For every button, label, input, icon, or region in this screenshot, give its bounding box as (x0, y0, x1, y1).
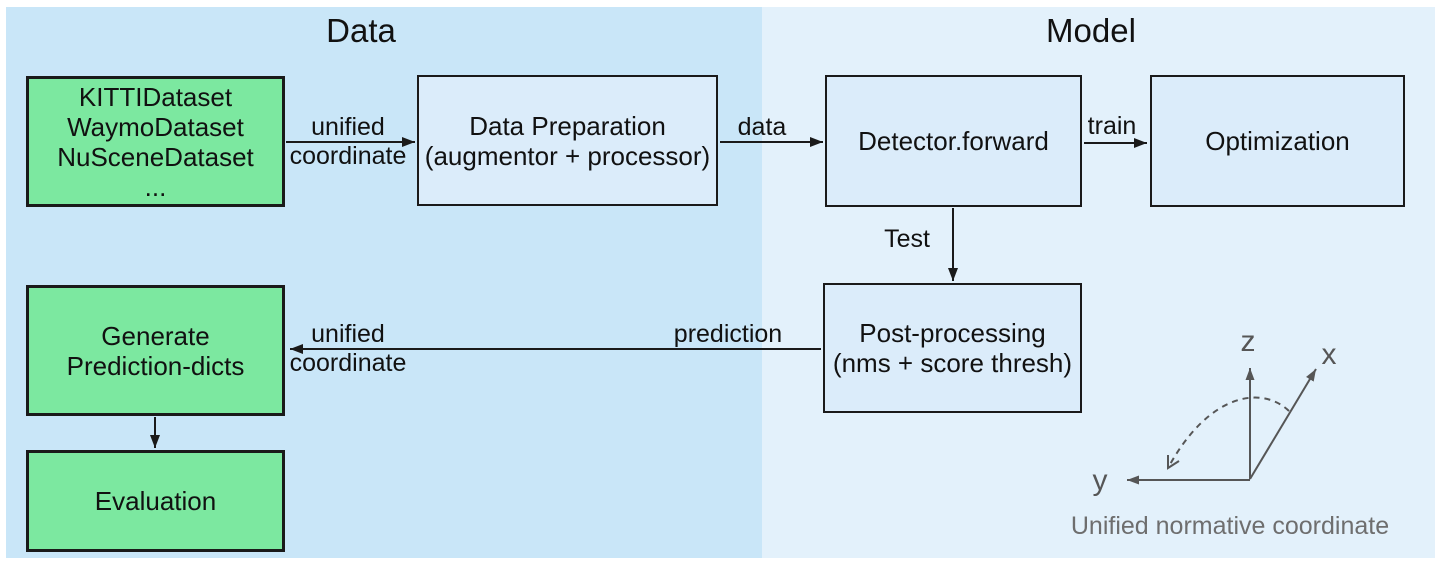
node-line: WaymoDataset (67, 111, 244, 142)
edge-label-unified-coordinate-top: unified coordinate (283, 113, 413, 171)
edge-label-line: coordinate (289, 142, 407, 170)
node-detector-forward: Detector.forward (825, 75, 1082, 207)
node-post-processing: Post-processing (nms + score thresh) (823, 283, 1082, 413)
edge-label-line: unified (311, 113, 385, 141)
node-datasets: KITTIDataset WaymoDataset NuSceneDataset… (26, 76, 285, 207)
edge-label-line: unified (311, 320, 385, 348)
model-section-title: Model (1046, 12, 1136, 49)
node-optimization: Optimization (1150, 75, 1405, 207)
y-axis-label: y (1092, 464, 1108, 497)
node-line: (augmentor + processor) (424, 140, 711, 171)
x-axis-label: x (1321, 338, 1337, 371)
edge-label-prediction: prediction (673, 320, 783, 348)
node-data-preparation: Data Preparation (augmentor + processor) (417, 75, 718, 206)
edge-label-train: train (1087, 112, 1137, 140)
node-line: Post-processing (859, 318, 1046, 348)
node-line: Detector.forward (858, 126, 1049, 156)
node-line: Data Preparation (469, 110, 666, 141)
node-line: Optimization (1205, 126, 1350, 156)
node-generate-prediction-dicts: Generate Prediction-dicts (26, 285, 285, 416)
node-line: Prediction-dicts (66, 350, 245, 381)
edge-label-unified-coordinate-bottom: unified coordinate (283, 320, 413, 378)
edge-label-data: data (737, 113, 787, 141)
node-evaluation: Evaluation (26, 450, 285, 552)
node-line: KITTIDataset (78, 81, 233, 112)
coordinate-caption: Unified normative coordinate (1070, 512, 1390, 540)
data-section-title: Data (326, 12, 396, 49)
edge-label-line: coordinate (289, 349, 407, 377)
node-line: Generate (101, 320, 210, 351)
node-line: NuSceneDataset (57, 141, 254, 172)
node-line: ... (144, 171, 167, 202)
node-line: (nms + score thresh) (832, 348, 1073, 378)
z-axis-label: z (1240, 325, 1256, 358)
edge-label-test: Test (884, 225, 930, 253)
node-line: Evaluation (94, 486, 217, 516)
